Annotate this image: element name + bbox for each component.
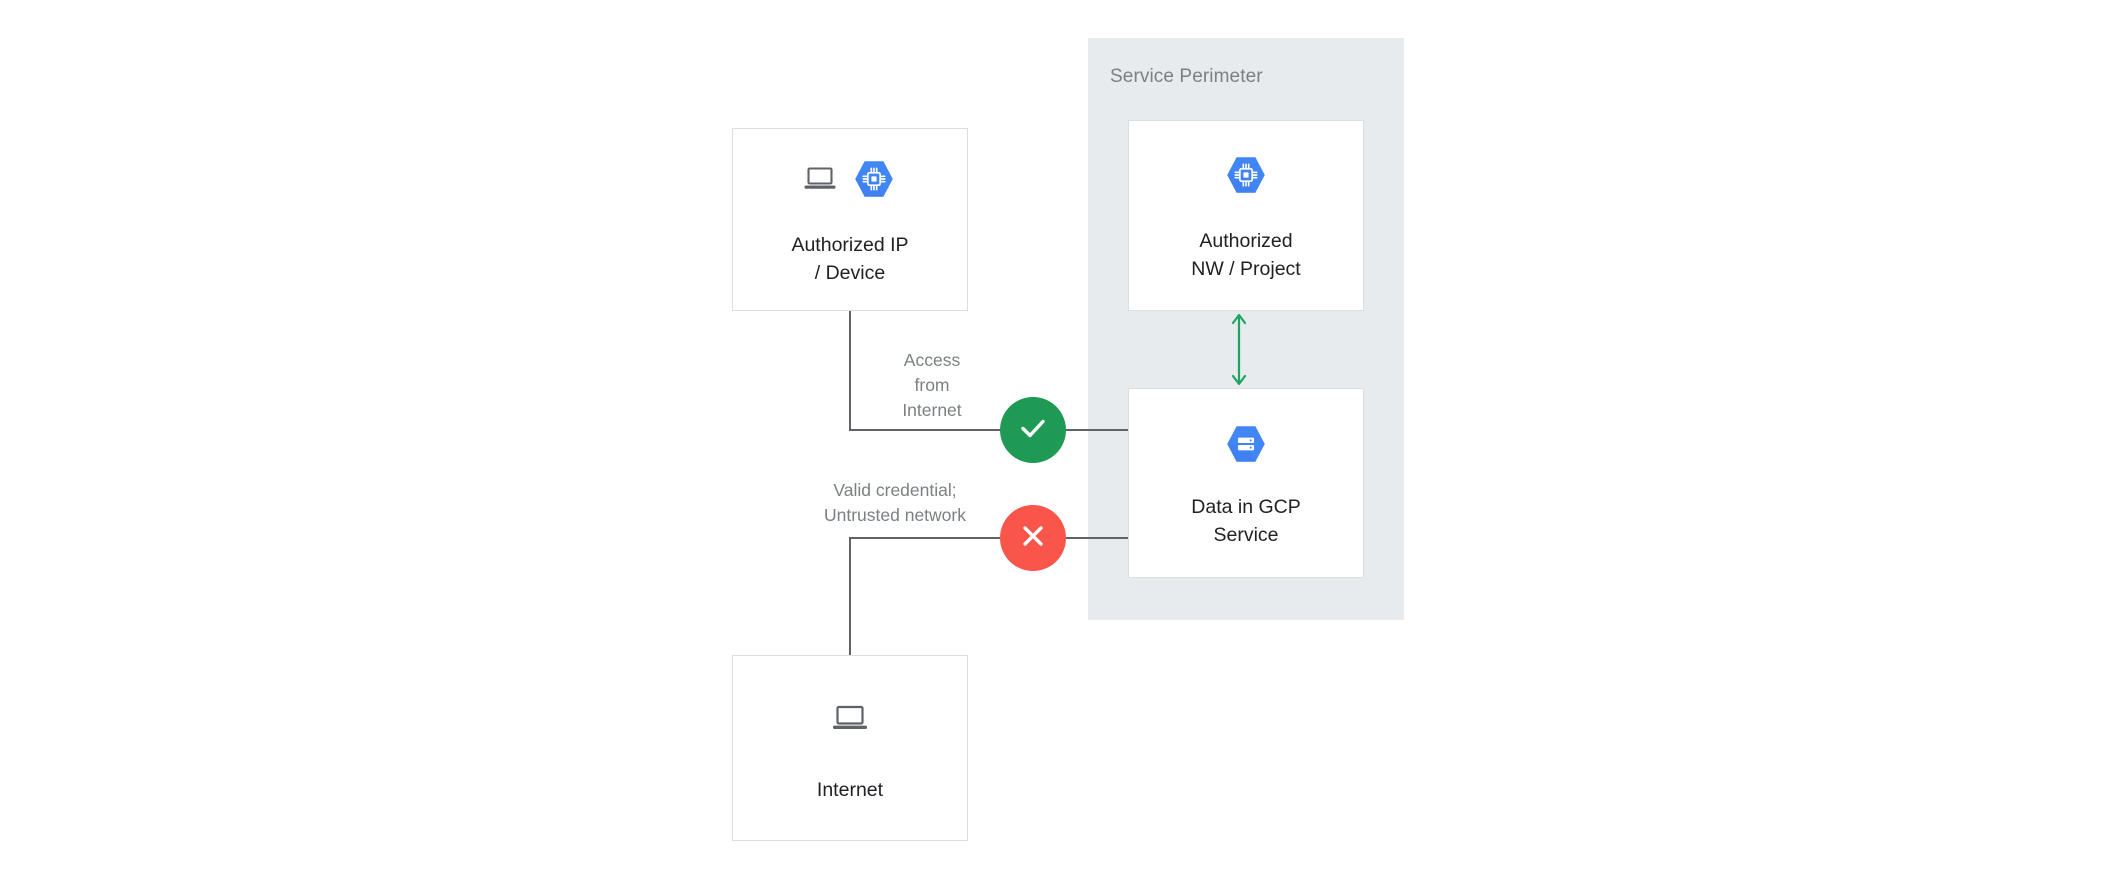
- connector-denied-vertical: [849, 538, 851, 658]
- node-label-authorized-ip-device: Authorized IP / Device: [791, 233, 909, 284]
- node-label-data-in-gcp-service: Data in GCP Service: [1191, 496, 1301, 546]
- node-label-authorized-nw-project: Authorized NW / Project: [1191, 229, 1301, 280]
- node-data-in-gcp-service[interactable]: Data in GCP Service: [1128, 388, 1364, 578]
- connector-denied-to-service: [1065, 537, 1131, 539]
- node-icon-group: [831, 692, 869, 750]
- check-icon: [1015, 410, 1051, 451]
- connector-allowed-to-service: [1065, 429, 1131, 431]
- node-icon-group: [803, 153, 897, 211]
- status-badge-allowed[interactable]: [1000, 397, 1066, 463]
- connector-denied-horizontal: [849, 537, 1043, 539]
- laptop-icon: [831, 703, 869, 739]
- node-internet[interactable]: Internet: [732, 655, 968, 841]
- connector-allowed-horizontal: [849, 429, 1043, 431]
- gcp-compute-hexagon-icon: [1223, 152, 1269, 203]
- close-icon: [1016, 519, 1050, 558]
- node-authorized-nw-project[interactable]: Authorized NW / Project: [1128, 120, 1364, 311]
- node-label-internet: Internet: [816, 779, 884, 801]
- bidirectional-arrow-icon: [1228, 311, 1250, 393]
- gcp-compute-hexagon-icon: [851, 156, 897, 207]
- node-icon-group: [1223, 417, 1269, 475]
- node-icon-group: [1223, 149, 1269, 207]
- gcp-data-hexagon-icon: [1223, 421, 1269, 472]
- connector-allowed-vertical: [849, 311, 851, 431]
- edge-label-access-from-internet: Access from Internet: [902, 350, 962, 420]
- laptop-icon: [803, 165, 837, 198]
- edge-label-valid-credential-untrusted-network: Valid credential; Untrusted network: [823, 480, 966, 525]
- node-authorized-ip-device[interactable]: Authorized IP / Device: [732, 128, 968, 311]
- status-badge-denied[interactable]: [1000, 505, 1066, 571]
- service-perimeter-label: Service Perimeter: [1110, 66, 1263, 87]
